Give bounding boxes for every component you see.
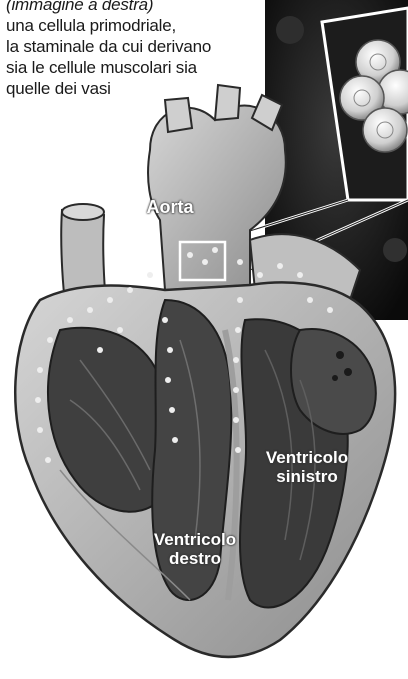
- right-ventricle-label-line-2: destro: [130, 549, 260, 568]
- right-ventricle-label: Ventricolo destro: [130, 530, 260, 568]
- right-ventricle-label-line-1: Ventricolo: [130, 530, 260, 549]
- caption-line-3: la staminale da cui derivano: [6, 36, 266, 57]
- caption-line-1: (immagine a destra): [6, 0, 266, 15]
- left-ventricle-label-line-1: Ventricolo: [242, 448, 372, 467]
- caption-line-5: quelle dei vasi: [6, 78, 266, 99]
- caption: (immagine a destra) una cellula primodri…: [6, 0, 266, 99]
- aorta-label: Aorta: [130, 198, 210, 217]
- left-ventricle-label-line-2: sinistro: [242, 467, 372, 486]
- caption-line-4: sia le cellule muscolari sia: [6, 57, 266, 78]
- left-ventricle-label: Ventricolo sinistro: [242, 448, 372, 486]
- caption-line-2: una cellula primodriale,: [6, 15, 266, 36]
